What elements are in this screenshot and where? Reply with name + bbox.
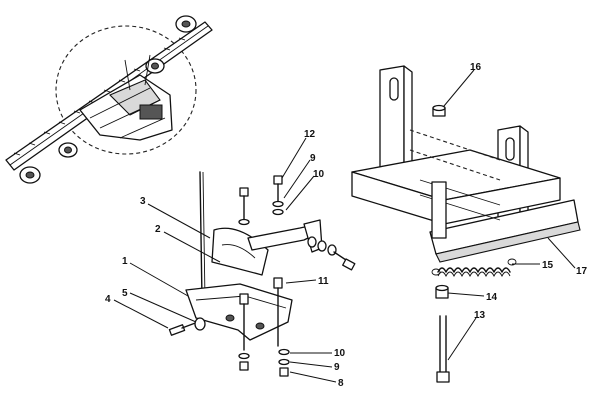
wheel-rear-right — [175, 15, 197, 33]
callout-1: 1 — [122, 256, 128, 267]
bolt-12 — [273, 175, 283, 185]
bolt-stack-right — [272, 175, 290, 377]
nut-5 — [194, 317, 206, 331]
bolt-4 — [168, 321, 199, 336]
nut-16 — [432, 104, 446, 117]
inset-circle — [55, 25, 197, 155]
callout-14: 14 — [486, 292, 498, 303]
linkage-assembly — [168, 171, 356, 377]
callout-10-bottom: 10 — [334, 348, 346, 359]
callout-13: 13 — [474, 310, 486, 321]
callout-labels: 3 2 1 5 4 12 9 10 11 10 9 8 16 15 14 13 … — [105, 62, 588, 389]
callout-3: 3 — [140, 196, 146, 207]
nut-14 — [435, 284, 449, 299]
callout-15: 15 — [542, 260, 554, 271]
callout-4: 4 — [105, 294, 111, 305]
spring-15 — [431, 258, 517, 278]
callout-11: 11 — [318, 276, 329, 287]
wheel-front-right — [58, 142, 78, 158]
callout-16: 16 — [470, 62, 482, 73]
callout-9-top: 9 — [310, 153, 316, 164]
callout-10-top: 10 — [313, 169, 325, 180]
callout-5: 5 — [122, 288, 128, 299]
frame-assembly — [351, 65, 581, 263]
bolt-stack-left — [238, 187, 250, 371]
callout-17: 17 — [576, 266, 588, 277]
control-rod — [199, 171, 203, 301]
leader-lines — [113, 69, 576, 383]
callout-12: 12 — [304, 129, 316, 140]
callout-8: 8 — [338, 378, 344, 389]
spacer-11 — [273, 277, 283, 289]
wheel-rear-left — [145, 58, 165, 74]
wheel-front-left — [19, 166, 41, 184]
horizontal-bolt — [307, 236, 356, 271]
base-bracket — [185, 283, 293, 341]
callout-2: 2 — [155, 224, 161, 235]
callout-9-bottom: 9 — [334, 362, 340, 373]
inset-overview — [5, 15, 213, 184]
long-bolt-13 — [436, 315, 450, 383]
